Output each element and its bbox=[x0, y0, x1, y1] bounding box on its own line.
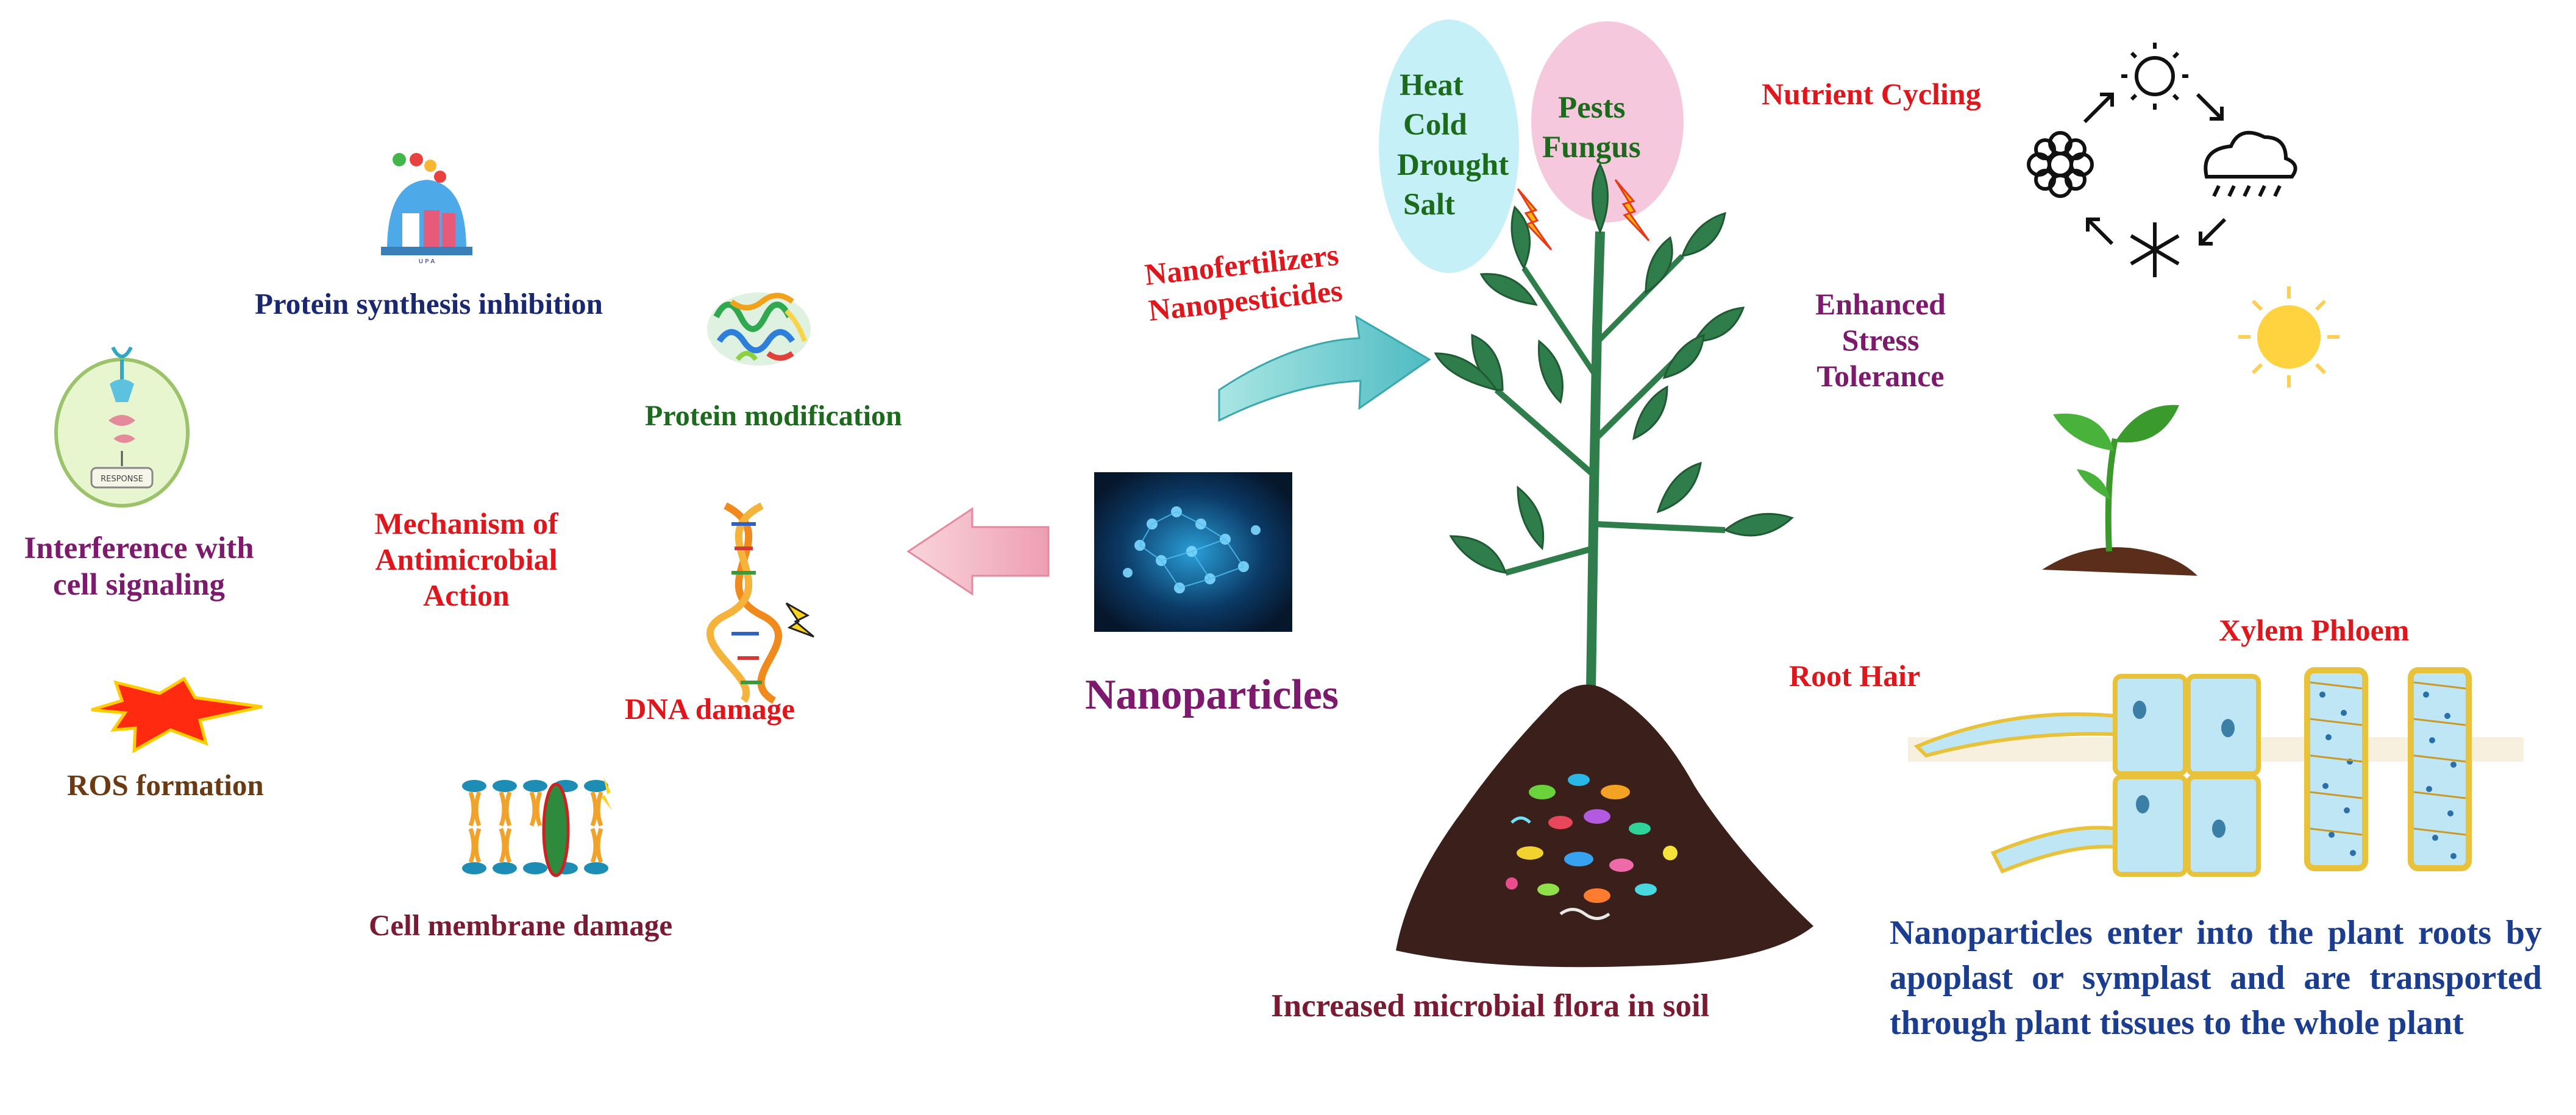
root-hair-label: Root Hair bbox=[1789, 659, 1921, 693]
xylem-phloem-label: Xylem Phloem bbox=[2219, 613, 2410, 647]
seedling-icon bbox=[2042, 405, 2197, 576]
cycle-arrow-icon bbox=[2083, 93, 2227, 246]
lightning-icon bbox=[1614, 179, 1650, 242]
ros-starburst-icon bbox=[91, 676, 263, 754]
sun-icon bbox=[2121, 43, 2188, 110]
abiotic-stress-label: Heat Cold Drought Salt bbox=[1397, 68, 1509, 222]
nutrient-cycling-label: Nutrient Cycling bbox=[1762, 77, 1981, 111]
microbial-flora-label: Increased microbial flora in soil bbox=[1271, 988, 1710, 1024]
soil-microbes-illustration bbox=[1396, 684, 1813, 968]
ribosome-icon: U P A bbox=[381, 153, 472, 265]
nanoparticles-image bbox=[1094, 472, 1292, 632]
root-hair-cells-illustration bbox=[1908, 667, 2524, 877]
snowflake-icon bbox=[2130, 222, 2180, 277]
biotic-stress-bubble bbox=[1531, 21, 1684, 222]
stress-tolerance-label: Enhanced Stress Tolerance bbox=[1815, 287, 1946, 393]
rain-cloud-icon bbox=[2204, 130, 2297, 197]
interference-label: Interference with cell signaling bbox=[24, 531, 254, 603]
plant-illustration bbox=[1434, 162, 1794, 689]
flower-icon bbox=[2027, 131, 2094, 198]
abiotic-stress-bubble bbox=[1379, 19, 1519, 273]
svg-text:U P A: U P A bbox=[419, 258, 435, 265]
cell-signaling-icon: RESPONSE bbox=[54, 346, 190, 508]
dna-damage-label: DNA damage bbox=[625, 692, 795, 726]
nanoparticles-label: Nanoparticles bbox=[1085, 671, 1339, 718]
ros-formation-label: ROS formation bbox=[67, 768, 264, 802]
nutrient-cycle-diagram bbox=[2027, 43, 2297, 277]
lightning-icon bbox=[1517, 188, 1553, 251]
biotic-stress-label: Pests Fungus bbox=[1542, 91, 1641, 165]
protein-structure-icon bbox=[707, 292, 811, 366]
root-transport-description: Nanoparticles enter into the plant roots… bbox=[1890, 914, 2542, 1042]
membrane-damage-label: Cell membrane damage bbox=[369, 908, 673, 942]
protein-synthesis-label: Protein synthesis inhibition bbox=[255, 287, 603, 320]
teal-arrow-right bbox=[1218, 315, 1431, 422]
mechanism-label: Mechanism of Antimicrobial Action bbox=[374, 506, 558, 612]
dna-helix-icon bbox=[706, 502, 814, 704]
response-label: RESPONSE bbox=[101, 475, 143, 484]
cell-membrane-icon bbox=[462, 777, 612, 877]
pink-arrow-left bbox=[906, 507, 1050, 596]
protein-modification-label: Protein modification bbox=[645, 400, 902, 432]
sun-glow-icon bbox=[2238, 286, 2339, 388]
